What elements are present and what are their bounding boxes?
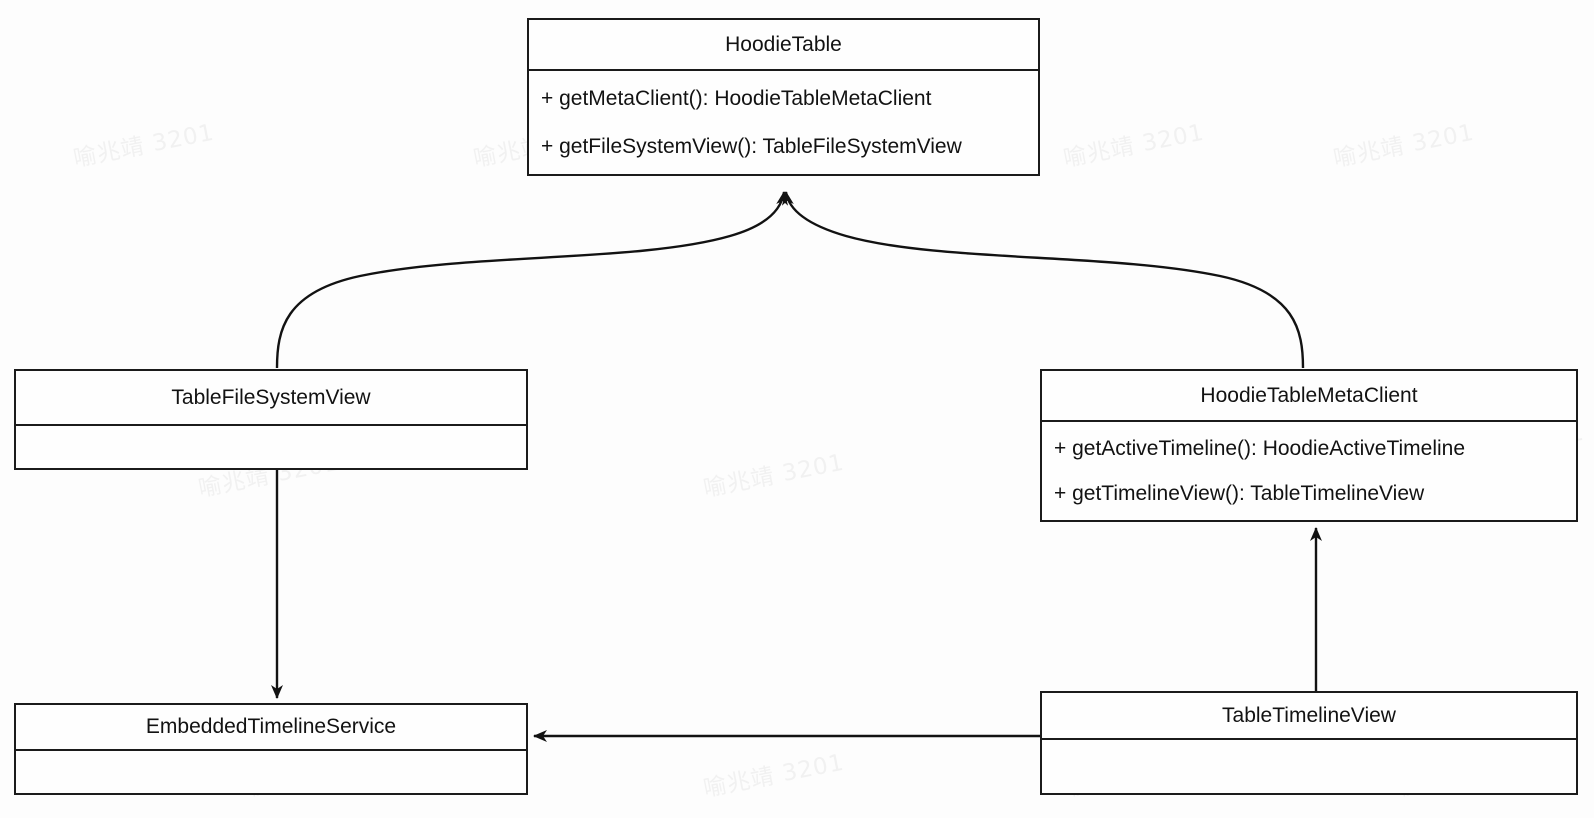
class-members-table-file-system-view (16, 424, 526, 468)
watermark-text: 喻兆靖 3201 (1331, 119, 1477, 173)
class-member: + getTimelineView(): TableTimelineView (1054, 482, 1425, 505)
class-member: + getFileSystemView(): TableFileSystemVi… (541, 134, 962, 158)
watermark-text: 喻兆靖 3201 (1061, 119, 1207, 173)
edge-tablefilesystemview-to-hoodietable (275, 191, 789, 369)
class-box-hoodie-table[interactable]: HoodieTable + getMetaClient(): HoodieTab… (527, 18, 1040, 176)
class-member: + getMetaClient(): HoodieTableMetaClient (541, 87, 932, 111)
edge-hoodietablemetaclient-to-hoodietable (781, 191, 1305, 369)
class-members-hoodie-table: + getMetaClient(): HoodieTableMetaClient… (529, 69, 1038, 174)
class-name-hoodie-table-meta-client: HoodieTableMetaClient (1200, 383, 1418, 407)
class-member: + getActiveTimeline(): HoodieActiveTimel… (1054, 436, 1466, 460)
class-name-table-file-system-view: TableFileSystemView (171, 385, 371, 409)
class-box-hoodie-table-meta-client[interactable]: HoodieTableMetaClient + getActiveTimelin… (1040, 369, 1578, 522)
watermark-text: 喻兆靖 3201 (701, 749, 847, 803)
watermark-text: 喻兆靖 3201 (701, 449, 847, 503)
class-box-table-timeline-view[interactable]: TableTimelineView (1040, 691, 1578, 795)
class-name-hoodie-table: HoodieTable (725, 32, 842, 56)
class-name-embedded-timeline-service: EmbeddedTimelineService (145, 715, 397, 738)
class-members-hoodie-table-meta-client: + getActiveTimeline(): HoodieActiveTimel… (1042, 420, 1576, 520)
class-members-embedded-timeline-service (16, 749, 526, 793)
class-name-table-timeline-view: TableTimelineView (1222, 703, 1396, 727)
class-box-embedded-timeline-service[interactable]: EmbeddedTimelineService (14, 703, 528, 795)
watermark-text: 喻兆靖 3201 (71, 119, 217, 173)
class-members-table-timeline-view (1042, 738, 1576, 793)
class-box-table-file-system-view[interactable]: TableFileSystemView (14, 369, 528, 470)
